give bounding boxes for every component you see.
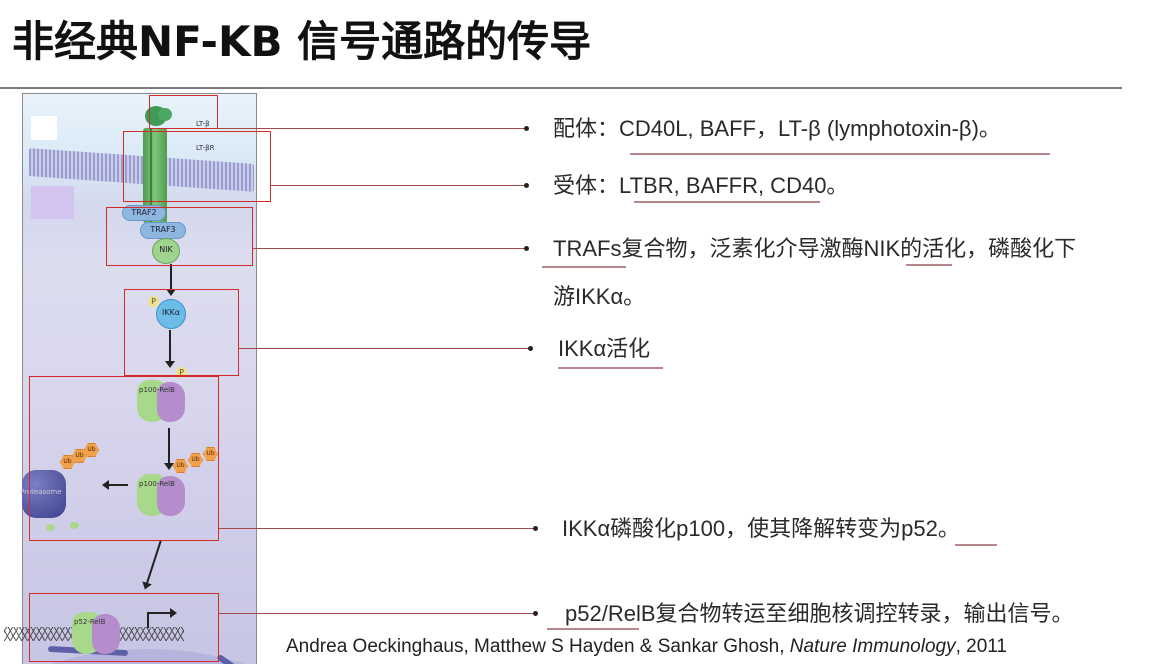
title-divider [0, 87, 1122, 89]
bullet-receptor: 受体：LTBR, BAFFR, CD40。 [553, 171, 848, 201]
arrow-left-icon [102, 481, 128, 489]
underline [634, 201, 820, 203]
citation-year: , 2011 [955, 636, 1007, 657]
highlight-p52-nucleus [29, 593, 219, 662]
peptide-fragment [46, 524, 55, 531]
proteasome-label: Proteasome [20, 488, 62, 496]
bullet-prefix: 受体： [553, 173, 620, 198]
highlight-ikk [124, 289, 239, 376]
arrow-down-icon [167, 264, 175, 296]
bullet-p52: p52/RelB复合物转运至细胞核调控转录，输出信号。 [565, 601, 1074, 626]
bullet-dot [533, 526, 538, 531]
lt-beta-ligand-shape [158, 108, 172, 121]
peptide-fragment [70, 522, 79, 529]
p100-relb-complex: p100-RelB [137, 472, 185, 518]
phospho-icon: P [176, 367, 187, 378]
highlight-ligand [149, 95, 218, 129]
bullet-text: CD40L, BAFF，LT-β (lymphotoxin-β)。 [619, 116, 1001, 141]
bullet-trafs: TRAFs复合物，泛素化介导激酶NIK的活化，磷酸化下 [553, 236, 1077, 261]
bullet-dot [524, 126, 529, 131]
arrow-down-icon [165, 428, 173, 470]
slide-title: 非经典NF-KB 信号通路的传导 [12, 17, 592, 66]
citation-authors: Andrea Oeckinghaus, Matthew S Hayden & S… [286, 636, 790, 657]
ligand-label: LT-β [196, 120, 210, 128]
underline [558, 367, 663, 369]
ubiquitin-icon: Ub [203, 447, 218, 461]
underline [906, 264, 952, 266]
receptor-label: LT-βR [196, 144, 215, 152]
bullet-ligand: 配体：CD40L, BAFF，LT-β (lymphotoxin-β)。 [553, 114, 1001, 144]
phospho-icon: P [148, 296, 159, 307]
ubiquitin-icon: Ub [72, 449, 87, 463]
bullet-dot [524, 246, 529, 251]
highlight-traf-nik [106, 207, 253, 266]
pathway-figure [22, 93, 257, 664]
highlight-p100-processing [29, 376, 219, 541]
ubiquitin-icon: Ub [173, 459, 188, 473]
citation: Andrea Oeckinghaus, Matthew S Hayden & S… [286, 636, 1007, 658]
connector-line [239, 348, 530, 349]
citation-journal: Nature Immunology [789, 636, 956, 657]
bullet-prefix: 配体： [553, 116, 620, 141]
underline [630, 153, 1050, 155]
connector-line [218, 128, 526, 129]
p52-relb-complex: p52-RelB [72, 610, 120, 656]
highlight-receptor [123, 131, 271, 202]
ubiquitin-icon: Ub [188, 453, 203, 467]
connector-line [219, 613, 535, 614]
connector-line [219, 528, 535, 529]
bullet-dot [533, 611, 538, 616]
ubiquitin-icon: Ub [60, 455, 75, 469]
bullet-dot [524, 183, 529, 188]
nik-shape: NIK [152, 238, 180, 264]
bullet-dot [528, 346, 533, 351]
underline [955, 544, 997, 546]
ikk-alpha-shape: IKKα [156, 299, 186, 329]
arrow-down-icon [166, 330, 174, 368]
underline [542, 266, 626, 268]
underline [547, 628, 639, 630]
transcription-start-arrow-icon [147, 608, 177, 628]
bullet-p100: IKKα磷酸化p100，使其降解转变为p52。 [562, 516, 960, 541]
connector-line [271, 185, 526, 186]
traf2-shape: TRAF2 [122, 205, 166, 221]
ubiquitin-icon: Ub [84, 443, 99, 457]
figure-blank-patch [31, 116, 57, 140]
connector-line [253, 248, 526, 249]
bullet-trafs-cont: 游IKKα。 [553, 284, 646, 309]
bullet-text: LTBR, BAFFR, CD40。 [619, 173, 849, 198]
figure-lilac-patch [31, 186, 74, 219]
p100-relb-complex: p100-RelB [137, 378, 185, 424]
bullet-ikk: IKKα活化 [558, 336, 651, 361]
